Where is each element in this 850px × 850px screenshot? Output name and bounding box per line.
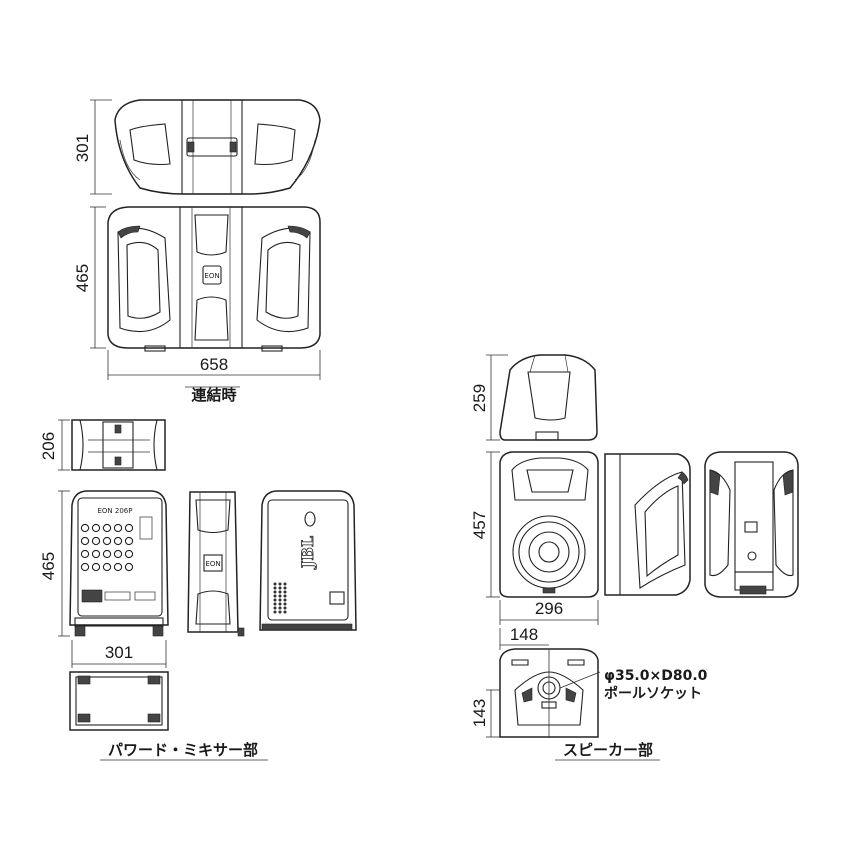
mixer-front-view: EON 206P (69, 490, 169, 637)
speaker-front-view (499, 451, 599, 598)
mixer-knob (102, 549, 112, 559)
mixer-knob (80, 549, 90, 559)
back-panel-dot (283, 606, 287, 610)
socket-offset-label: 148 (510, 625, 538, 644)
speaker-width-label: 296 (535, 599, 563, 618)
mixer-knob (102, 523, 112, 533)
back-panel-dot (273, 590, 277, 594)
back-panel-dot (273, 594, 277, 598)
joined-front-view: EON (107, 206, 321, 352)
mixer-caption: パワード・ミキサー部 (108, 741, 258, 759)
mixer-dimensions (58, 419, 268, 761)
back-panel-dot (283, 594, 287, 598)
mixer-knob (124, 523, 134, 533)
speaker-dimensions (486, 354, 660, 761)
joined-top-view (114, 99, 321, 195)
back-panel-dot (278, 598, 282, 602)
jbl-logo: JBL (298, 536, 317, 570)
speaker-depth-label: 259 (470, 384, 489, 412)
socket-name-label: ポールソケット (604, 685, 702, 702)
mixer-knob (113, 562, 123, 572)
mixer-knob (102, 562, 112, 572)
back-panel-dot (273, 610, 277, 614)
mixer-width-label: 301 (105, 643, 133, 662)
side-eon-text: EON (205, 560, 220, 568)
back-panel-dot (278, 582, 282, 586)
socket-height-label: 143 (470, 699, 489, 727)
back-panel-dot (278, 602, 282, 606)
back-panel-dot (283, 602, 287, 606)
back-panel-dot (283, 582, 287, 586)
speaker-height-label: 457 (470, 511, 489, 539)
mixer-knob (113, 549, 123, 559)
joined-caption: 連結時 (191, 386, 236, 404)
mixer-knob (91, 523, 101, 533)
socket-spec-label: φ35.0×D80.0 (604, 668, 708, 684)
mixer-top-view (71, 419, 166, 471)
mixer-knob (91, 562, 101, 572)
mixer-model-text: EON 206P (98, 507, 133, 515)
mixer-bottom-view (69, 671, 169, 731)
joined-height-label: 465 (73, 264, 92, 292)
mixer-knob-grid (80, 523, 134, 572)
back-panel-dot (283, 586, 287, 590)
back-panel-dot (273, 586, 277, 590)
mixer-knob (113, 523, 123, 533)
eon-badge-text: EON (204, 272, 219, 280)
mixer-knob (91, 536, 101, 546)
back-panel-dot (283, 590, 287, 594)
joined-width-label: 658 (200, 355, 228, 374)
mixer-knob (124, 562, 134, 572)
back-panel-dots (273, 582, 287, 614)
back-panel-dot (283, 598, 287, 602)
mixer-depth-label: 206 (39, 432, 58, 460)
eon-badge (202, 265, 222, 285)
mixer-knob (80, 536, 90, 546)
mixer-knob (91, 549, 101, 559)
back-panel-dot (273, 602, 277, 606)
speaker-top-view (499, 354, 598, 441)
speaker-caption: スピーカー部 (563, 741, 653, 759)
speaker-side-view (604, 453, 691, 596)
mixer-back-view: JBL (259, 490, 357, 631)
mixer-knob (124, 536, 134, 546)
joined-depth-label: 301 (73, 134, 92, 162)
mixer-side-view: EON (187, 491, 245, 637)
joined-dimensions (90, 99, 321, 388)
back-panel-dot (278, 610, 282, 614)
back-panel-dot (273, 582, 277, 586)
speaker-back-view (704, 451, 799, 598)
back-panel-dot (283, 610, 287, 614)
back-panel-dot (273, 606, 277, 610)
mixer-knob (124, 549, 134, 559)
back-panel-dot (278, 590, 282, 594)
mixer-knob (80, 523, 90, 533)
back-panel-dot (273, 598, 277, 602)
back-panel-dot (278, 594, 282, 598)
mixer-knob (80, 562, 90, 572)
back-panel-dot (278, 586, 282, 590)
mixer-height-label: 465 (39, 552, 58, 580)
speaker-bottom-view (499, 648, 599, 738)
mixer-knob (102, 536, 112, 546)
back-panel-dot (278, 606, 282, 610)
mixer-knob (113, 536, 123, 546)
